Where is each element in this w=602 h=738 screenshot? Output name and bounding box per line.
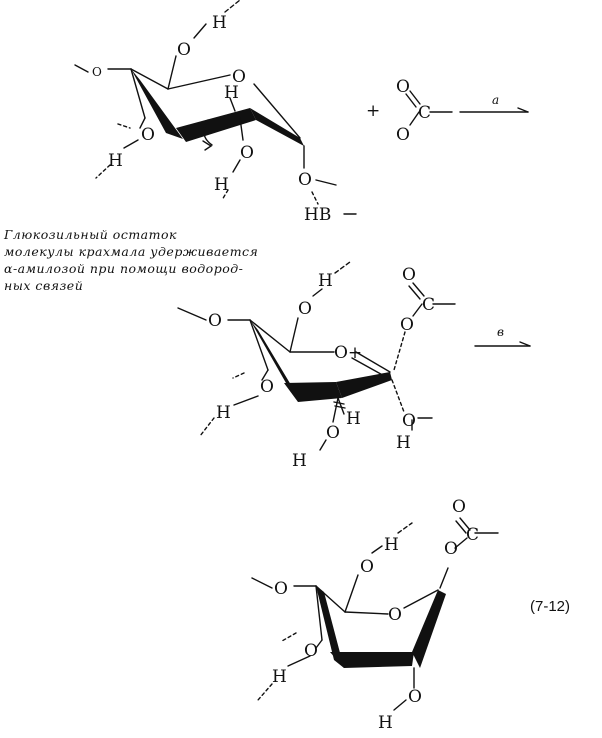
atom-o-4: O (298, 170, 312, 190)
atom-o-7: O (326, 423, 340, 443)
atom-o-8: O (402, 411, 416, 431)
equation-number: (7-12) (530, 598, 571, 615)
atom-h-7: H (346, 409, 361, 429)
carboxyl-o-2: O (396, 125, 410, 145)
caption-line-4: ных связей (4, 278, 84, 293)
atom-o-11: O (408, 687, 422, 707)
atom-h-2: H (224, 83, 239, 103)
carboxyl-c-2: C (422, 295, 435, 315)
oxocarbenium-o: O+ (334, 343, 362, 363)
atom-o-5: O (298, 299, 312, 319)
caption-line-2: молекулы крахмала удерживается (4, 244, 259, 259)
ring-oxygen-1: O (232, 67, 246, 87)
caption-line-3: α-амилозой при помощи водород- (4, 261, 244, 276)
atom-o-9: O (360, 557, 374, 577)
atom-h-3: H (108, 151, 123, 171)
ester-o: O (444, 539, 458, 559)
glycosyl-ester-product (251, 517, 499, 711)
glucosyl-residue-initial (74, 0, 357, 215)
methoxy-o-2: O (208, 311, 222, 331)
atom-h-12: H (378, 713, 393, 733)
methoxy-o-3: O (274, 579, 288, 599)
atom-o-6: O (260, 377, 274, 397)
atom-h-10: H (384, 535, 399, 555)
oxocarbenium-intermediate (177, 261, 456, 451)
ring-oxygen-3: O (388, 605, 402, 625)
methoxy-o-1: O (92, 65, 102, 79)
carboxylate-group-1 (405, 90, 453, 126)
atom-h-8: H (292, 451, 307, 471)
carboxyl-c-3: C (466, 525, 479, 545)
atom-h-4: H (214, 175, 229, 195)
reaction-arrow-b (474, 341, 531, 347)
general-base-hb: HB (304, 205, 331, 225)
figure-caption: Глюкозильный остаток молекулы крахмала у… (4, 226, 334, 294)
carboxyl-o-5: O (452, 497, 466, 517)
arrow-a-label: a (492, 93, 499, 107)
atom-h-6: H (216, 403, 231, 423)
plus-sign: + (366, 101, 380, 121)
atom-o-10: O (304, 641, 318, 661)
carboxyl-o-1: O (396, 77, 410, 97)
carboxyl-o-3: O (402, 265, 416, 285)
carboxyl-c-1: C (418, 103, 431, 123)
atom-h-1: H (212, 13, 227, 33)
atom-o-3: O (240, 143, 254, 163)
atom-h-9: H (396, 433, 411, 453)
atom-o-1: O (177, 40, 191, 60)
carboxyl-o-4: O (400, 315, 414, 335)
atom-o-2: O (141, 125, 155, 145)
atom-h-5: H (318, 271, 333, 291)
atom-h-11: H (272, 667, 287, 687)
reaction-arrow-a (459, 107, 529, 113)
caption-line-1: Глюкозильный остаток (4, 227, 177, 242)
arrow-b-label: в (497, 325, 504, 339)
